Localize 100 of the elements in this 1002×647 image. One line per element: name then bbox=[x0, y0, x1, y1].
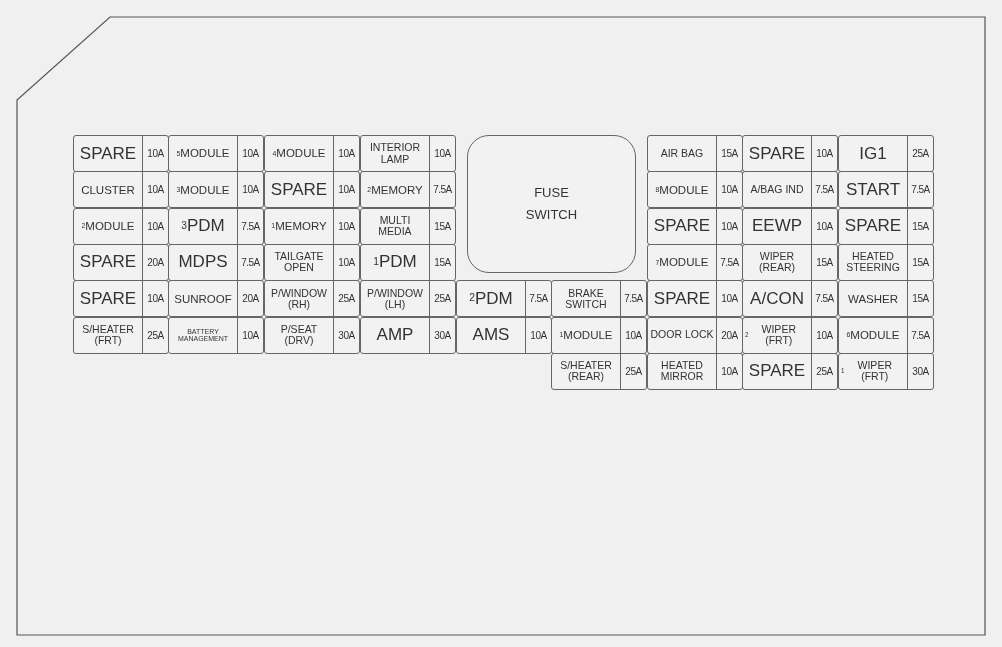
fuse-slot bbox=[360, 135, 456, 172]
fuse-rating: 30A bbox=[333, 317, 359, 353]
fuse-slot bbox=[73, 171, 169, 209]
fuse-name: WASHER bbox=[846, 291, 900, 307]
fuse-name: SPARE bbox=[269, 178, 329, 201]
fuse-rating: 7.5A bbox=[907, 317, 933, 353]
fuse-rating: 30A bbox=[907, 353, 933, 389]
fuse-rating: 10A bbox=[811, 317, 837, 353]
fuse-slot bbox=[647, 352, 743, 390]
fuse-name: SPARE bbox=[78, 287, 138, 310]
fuse-slot bbox=[742, 243, 838, 281]
fuse-slot bbox=[73, 135, 169, 172]
fuse-slot bbox=[264, 316, 360, 354]
fuse-slot bbox=[264, 280, 360, 318]
fuse-name: $^{2}$MODULE bbox=[80, 219, 136, 235]
fuse-slot bbox=[456, 316, 552, 354]
fuse-slot bbox=[838, 243, 934, 281]
fuse-name: P/SEAT (DRV) bbox=[279, 322, 319, 348]
fuse-name: $^{8}$MODULE bbox=[654, 182, 710, 198]
fuse-slot bbox=[73, 207, 169, 245]
fuse-slot bbox=[838, 135, 934, 172]
fuse-name: EEWP bbox=[750, 215, 804, 238]
fuse-slot bbox=[551, 280, 647, 318]
fuse-rating: 15A bbox=[429, 244, 455, 280]
fuse-rating: 15A bbox=[811, 244, 837, 280]
fuse-slot bbox=[742, 135, 838, 172]
fuse-slot bbox=[742, 352, 838, 390]
fuse-name: SPARE bbox=[78, 142, 138, 165]
fuse-slot bbox=[360, 207, 456, 245]
fuse-rating: 15A bbox=[907, 281, 933, 317]
fuse-name: SPARE bbox=[843, 215, 903, 238]
fuse-name: AMS bbox=[471, 324, 511, 347]
fuse-rating: 25A bbox=[429, 281, 455, 317]
switch-label: FUSE SWITCH bbox=[524, 183, 579, 224]
fuse-rating: 7.5A bbox=[237, 244, 263, 280]
fuse-slot bbox=[73, 316, 169, 354]
fuse-rating: 25A bbox=[811, 353, 837, 389]
fuse-slot bbox=[742, 171, 838, 209]
fuse-rating: 10A bbox=[237, 172, 263, 208]
fuse-rating: 10A bbox=[333, 244, 359, 280]
fuse-name: $^{2}$MEMORY bbox=[366, 182, 424, 198]
fuse-name: A/CON bbox=[749, 287, 805, 310]
fuse-slot bbox=[360, 280, 456, 318]
fuse-name: TAILGATE OPEN bbox=[273, 249, 325, 276]
fuse-name: MULTI MEDIA bbox=[377, 213, 413, 240]
fuse-name: S/HEATER (REAR) bbox=[559, 358, 613, 385]
fuse-name: HEATED STEERING bbox=[845, 249, 901, 276]
fuse-name: S/HEATER (FRT) bbox=[81, 322, 135, 348]
fuse-name: $^{1}$MEMORY bbox=[270, 219, 328, 235]
fuse-name: DOOR LOCK bbox=[649, 327, 715, 343]
fuse-name: WIPER (REAR) bbox=[757, 249, 797, 276]
fuse-name: AMP bbox=[375, 324, 415, 347]
fuse-name: $^{4}$MODULE bbox=[271, 146, 327, 162]
fuse-rating: 15A bbox=[907, 244, 933, 280]
fuse-name: $^{2}$PDM bbox=[468, 287, 514, 310]
fuse-slot bbox=[168, 207, 264, 245]
fuse-slot bbox=[551, 352, 647, 390]
fuse-name: $^{3}$PDM bbox=[180, 215, 226, 238]
fuse-slot bbox=[647, 280, 743, 318]
fuse-name: START bbox=[844, 178, 902, 201]
fuse-slot bbox=[838, 316, 934, 354]
fuse-name: BRAKE SWITCH bbox=[564, 285, 608, 312]
fuse-slot bbox=[742, 316, 838, 354]
fuse-rating: 10A bbox=[333, 208, 359, 244]
fuse-rating: 7.5A bbox=[811, 281, 837, 317]
fuse-rating: 7.5A bbox=[429, 172, 455, 208]
fuse-name: AIR BAG bbox=[659, 146, 705, 161]
fuse-name: $^{1}$PDM bbox=[372, 251, 418, 274]
fuse-slot bbox=[647, 316, 743, 354]
fuse-slot bbox=[838, 207, 934, 245]
fuse-rating: 20A bbox=[237, 281, 263, 317]
fuse-name: $^{5}$MODULE bbox=[175, 146, 231, 162]
fuse-slot bbox=[838, 171, 934, 209]
fuse-slot bbox=[168, 135, 264, 172]
fuse-slot bbox=[647, 135, 743, 172]
fuse-rating: 7.5A bbox=[811, 172, 837, 208]
fuse-slot bbox=[168, 316, 264, 354]
fuse-slot bbox=[360, 243, 456, 281]
fuse-slot bbox=[360, 171, 456, 209]
fuse-slot bbox=[647, 171, 743, 209]
fuse-slot bbox=[647, 243, 743, 281]
fuse-rating: 25A bbox=[333, 281, 359, 317]
fuse-slot bbox=[647, 207, 743, 245]
fuse-rating: 25A bbox=[620, 353, 646, 389]
fuse-slot bbox=[73, 280, 169, 318]
fuse-name: $^{6}$MODULE bbox=[845, 327, 901, 343]
fuse-rating: 7.5A bbox=[620, 281, 646, 317]
fuse-rating: 15A bbox=[907, 208, 933, 244]
fuse-name: HEATED MIRROR bbox=[659, 358, 705, 385]
fuse-slot bbox=[168, 171, 264, 209]
fuse-slot bbox=[360, 316, 456, 354]
fuse-name: INTERIOR LAMP bbox=[368, 140, 422, 167]
fuse-slot bbox=[838, 352, 934, 390]
fuse-rating: 15A bbox=[429, 208, 455, 244]
fuse-name: SPARE bbox=[652, 215, 712, 238]
fuse-rating: 30A bbox=[429, 317, 455, 353]
fuse-slot bbox=[264, 243, 360, 281]
fuse-name: $^{7}$MODULE bbox=[654, 255, 710, 271]
fuse-name: CLUSTER bbox=[80, 182, 136, 198]
fuse-rating: 7.5A bbox=[907, 172, 933, 208]
